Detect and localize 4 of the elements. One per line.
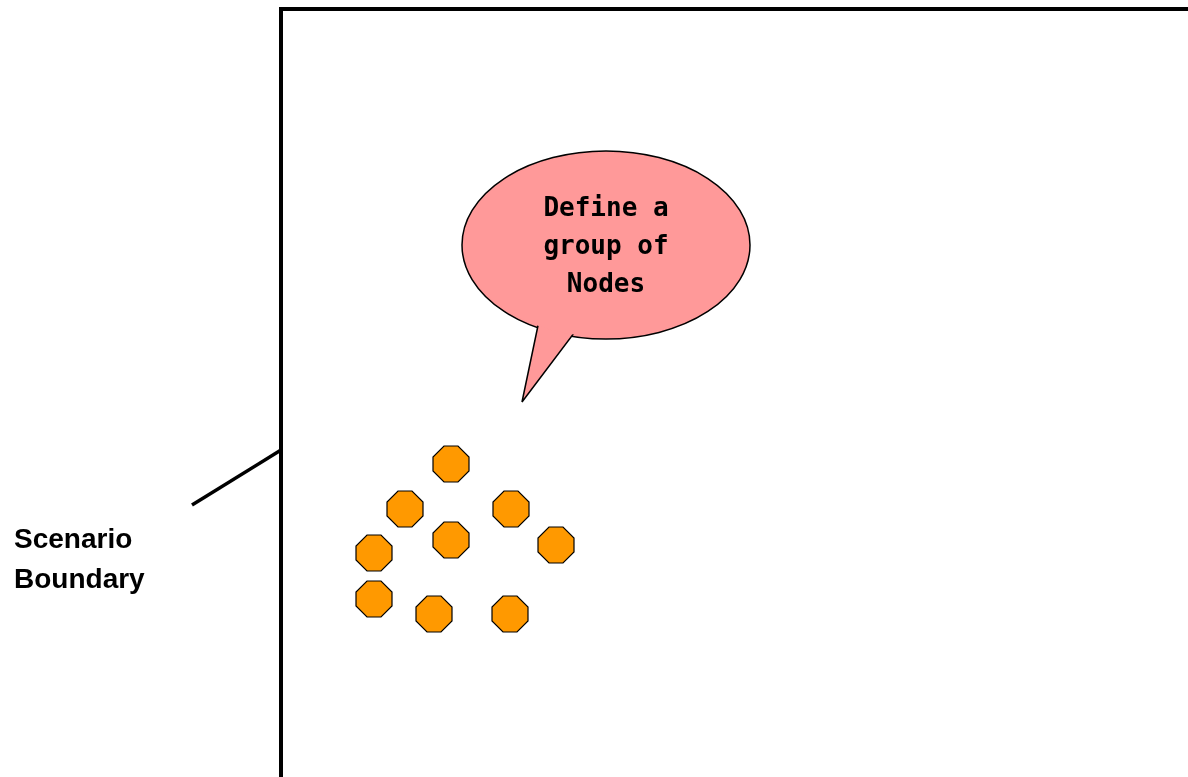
bubble-text: Define a group of Nodes [542, 191, 670, 300]
leader-line [191, 448, 282, 507]
boundary-label: Scenario Boundary [14, 522, 146, 596]
scenario-boundary-box [279, 7, 1188, 777]
